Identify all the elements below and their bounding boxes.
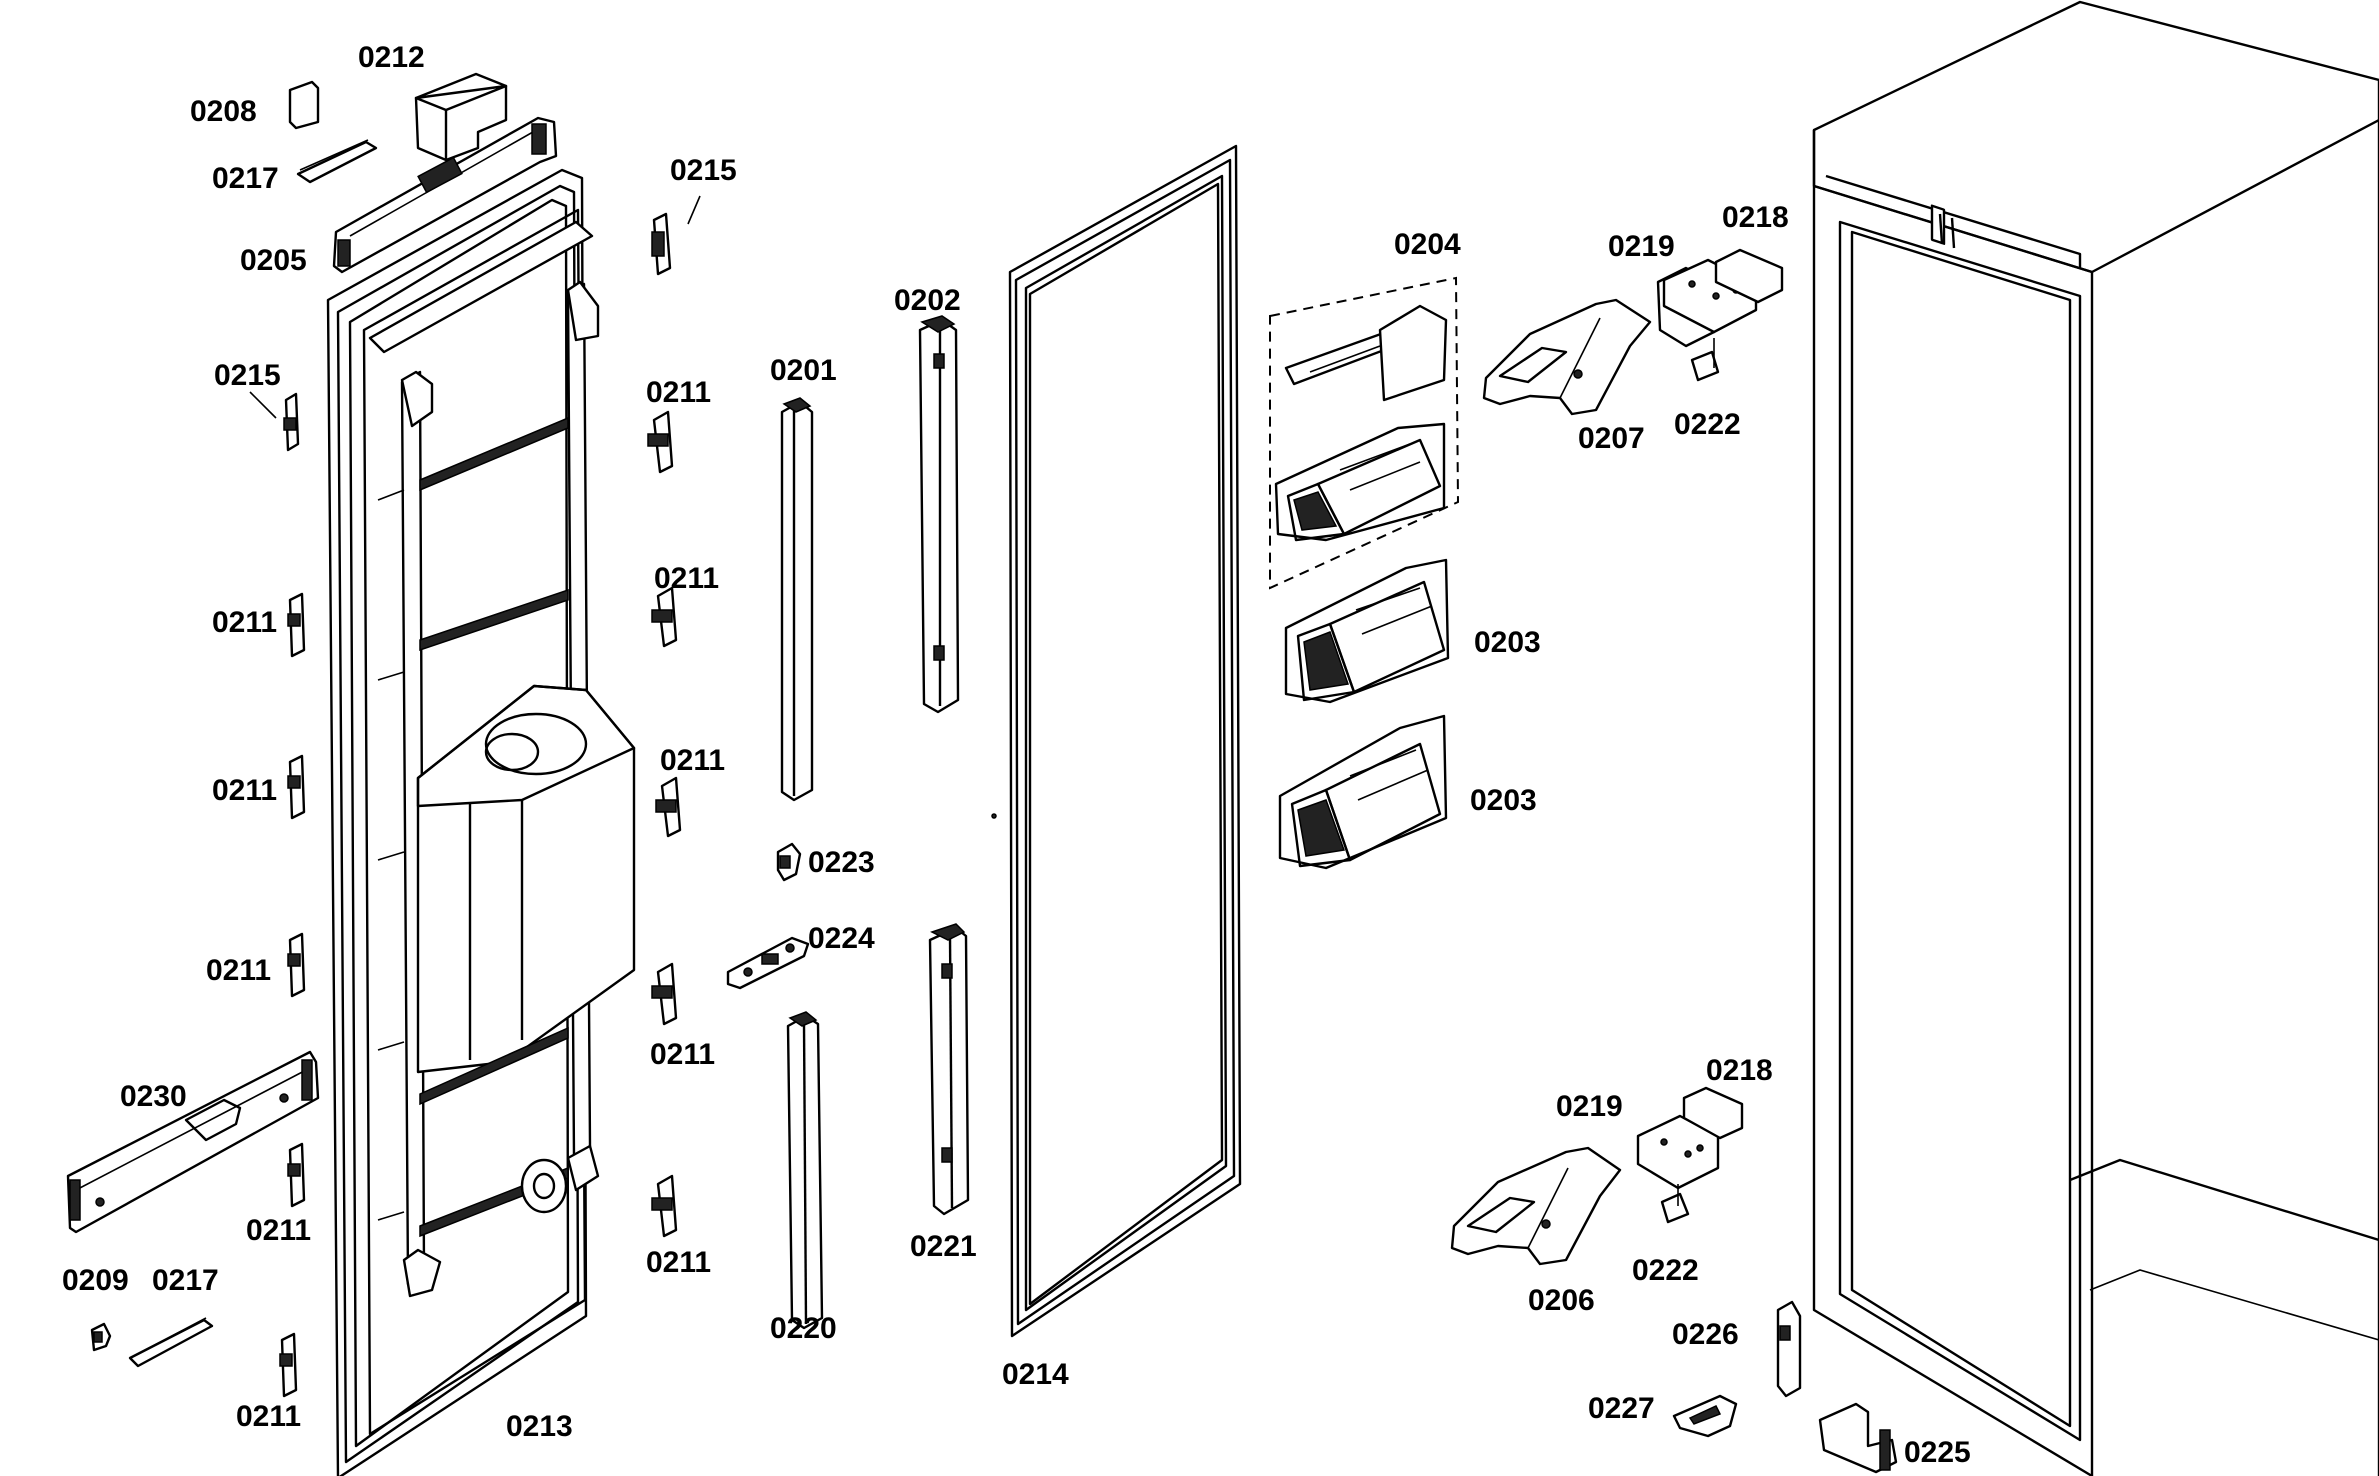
door-gasket-0214 [991,144,1242,1338]
label-0211-left-1: 0211 [212,606,277,639]
part-labels: 0208 0212 0217 0205 0215 0215 0211 0211 … [62,41,1971,1469]
rail-0202 [918,315,960,714]
door-liner-0213 [326,168,636,1476]
label-0211-left-4: 0211 [246,1214,311,1247]
plate-0224 [726,936,810,990]
label-0215-left: 0215 [214,359,281,392]
label-0211-left-3: 0211 [206,954,271,987]
label-0217-bottom: 0217 [152,1264,219,1297]
label-0203-upper: 0203 [1474,626,1541,659]
label-0226: 0226 [1672,1318,1739,1351]
label-0219-lower: 0219 [1556,1090,1623,1123]
leader-lines [249,195,1715,1206]
upper-hinge-assembly [1482,248,1784,416]
label-0211-left-2: 0211 [212,774,277,807]
label-0211-center-5: 0211 [646,1246,711,1279]
label-0211-center-1: 0211 [646,376,711,409]
label-0224: 0224 [808,922,875,955]
rail-0221 [928,923,970,1216]
bracket-plate-0230 [66,1050,320,1234]
top-hardware [288,72,558,274]
door-bins [1269,276,1460,870]
label-0211-center-3: 0211 [660,744,725,777]
label-0211-left-5: 0211 [236,1400,301,1433]
label-0225: 0225 [1904,1436,1971,1469]
rail-0220 [786,1011,824,1330]
label-0215-center: 0215 [670,154,737,187]
door-clips-left [279,392,306,1398]
label-0202: 0202 [894,284,961,317]
label-0223: 0223 [808,846,875,879]
label-0217-top: 0217 [212,162,279,195]
label-0222-upper: 0222 [1674,408,1741,441]
rail-0201 [780,397,814,802]
label-0218-upper: 0218 [1722,201,1789,234]
label-0218-lower: 0218 [1706,1054,1773,1087]
label-0205: 0205 [240,244,307,277]
label-0214: 0214 [1002,1358,1069,1391]
door-clips-center [647,212,682,1238]
label-0230: 0230 [120,1080,187,1113]
label-0207: 0207 [1578,422,1645,455]
label-0213: 0213 [506,1410,573,1443]
label-0212: 0212 [358,41,425,74]
refrigerator-cabinet [1812,0,2379,1476]
label-0206: 0206 [1528,1284,1595,1317]
label-0209: 0209 [62,1264,129,1297]
label-0211-center-4: 0211 [650,1038,715,1071]
label-0201: 0201 [770,354,837,387]
lower-small-parts [90,1317,214,1368]
lower-hinge-assembly [1450,1086,1744,1266]
label-0204: 0204 [1394,228,1461,261]
label-0227: 0227 [1588,1392,1655,1425]
label-0208: 0208 [190,95,257,128]
clip-0223 [776,842,802,882]
label-0220: 0220 [770,1312,837,1345]
label-0222-lower: 0222 [1632,1254,1699,1287]
bottom-hardware [1672,1300,1898,1474]
label-0211-center-2: 0211 [654,562,719,595]
label-0203-lower: 0203 [1470,784,1537,817]
label-0221: 0221 [910,1230,977,1263]
label-0219-upper: 0219 [1608,230,1675,263]
